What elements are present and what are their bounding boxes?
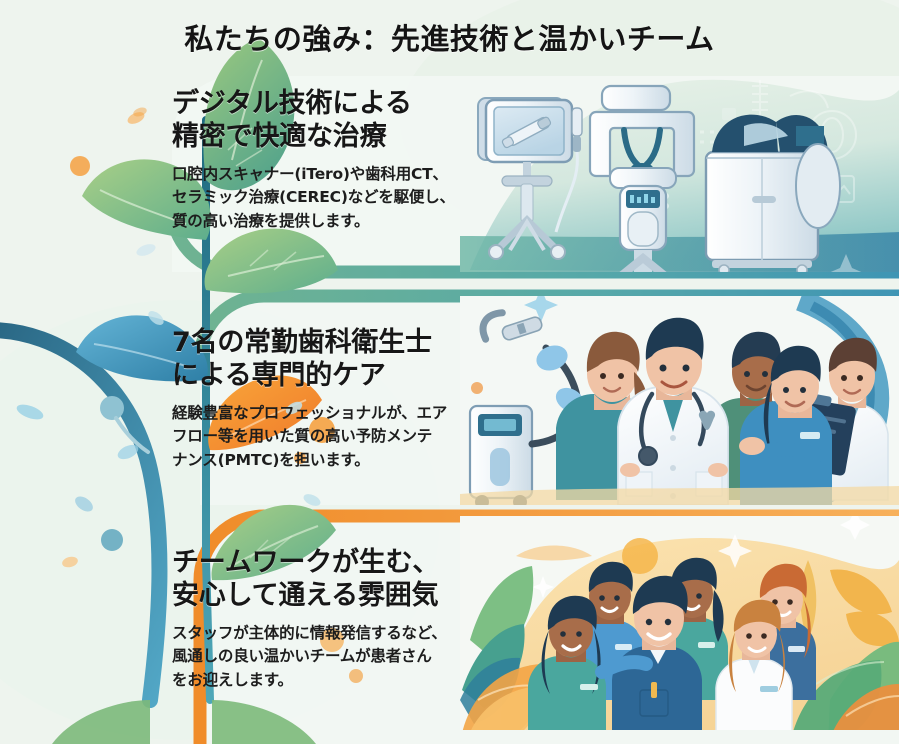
section-digital-technology: デジタル技術による 精密で快適な治療 口腔内スキャナー(iTero)や歯科用CT…: [172, 88, 455, 234]
section-1-heading: デジタル技術による 精密で快適な治療: [172, 88, 412, 152]
foliage-warm-tones: [460, 566, 542, 730]
section-teamwork: チームワークが生む、 安心して通える雰囲気 スタッフが主体的に情報発信するなど、…: [172, 547, 447, 693]
dental-equipment-illustration: [460, 76, 899, 272]
section-dental-hygienists: 7名の常勤歯科衛生士 による専門的ケア 経験豊富なプロフェッショナルが、エア フ…: [172, 327, 447, 473]
dental-ct-panoramic-machine: [588, 84, 696, 272]
smiling-team-group-illustration: [460, 516, 899, 730]
dental-staff-with-airflow-illustration: [460, 296, 899, 505]
cerec-milling-machine: [704, 114, 841, 272]
page-title: 私たちの強み：先進技術と温かいチーム: [184, 22, 715, 56]
section-3-heading: チームワークが生む、 安心して通える雰囲気: [172, 547, 440, 611]
decorative-dots: [16, 107, 363, 683]
section-1-body: 口腔内スキャナー(iTero)や歯科用CT、 セラミック治療(CEREC)などを…: [172, 164, 455, 230]
airflow-machine: [468, 309, 585, 505]
section-2-heading: 7名の常勤歯科衛生士 による専門的ケア: [172, 327, 432, 391]
hygienist-group: [556, 317, 889, 505]
section-3-body: スタッフが主体的に情報発信するなど、 風通しの良い温かいチームが患者さん をお迎…: [172, 623, 447, 689]
growing-plant-illustration: [52, 38, 338, 744]
section-2-body: 経験豊富なプロフェッショナルが、エア フロー等を用いた質の高い予防メンテ ナンス…: [172, 403, 448, 469]
intraoral-scanner-cart: [477, 97, 583, 260]
